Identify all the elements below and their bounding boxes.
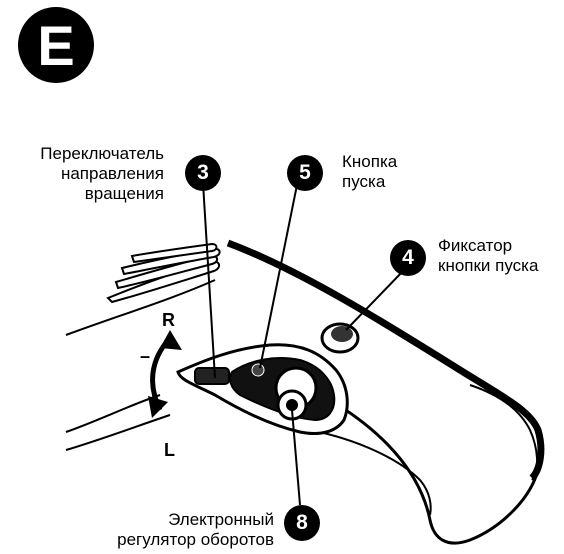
direction-switch-label: Переключатель направления вращения xyxy=(0,144,164,204)
callout-badge-5: 5 xyxy=(287,155,323,191)
start-button xyxy=(252,364,264,376)
direction-lever xyxy=(195,368,229,384)
hand-lower xyxy=(66,395,160,432)
section-badge: E xyxy=(18,7,94,83)
direction-reverse-label: L xyxy=(164,440,175,461)
callout-badge-3: 3 xyxy=(185,155,221,191)
hand-lower-2 xyxy=(66,415,170,450)
leader-lines xyxy=(203,180,404,505)
direction-forward-label: R xyxy=(162,310,175,331)
lock-button-label: Фиксатор кнопки пуска xyxy=(438,236,538,276)
handle-grip-outline xyxy=(330,400,538,543)
direction-minus-label: – xyxy=(140,346,150,367)
grip-rubber-line xyxy=(310,430,431,515)
callout-badge-8: 8 xyxy=(284,505,320,541)
start-button-label: Кнопка пуска xyxy=(342,152,397,192)
speed-regulator-label: Электронный регулятор оборотов xyxy=(104,510,274,550)
callout-badge-4: 4 xyxy=(390,240,426,276)
fingers xyxy=(108,244,220,302)
